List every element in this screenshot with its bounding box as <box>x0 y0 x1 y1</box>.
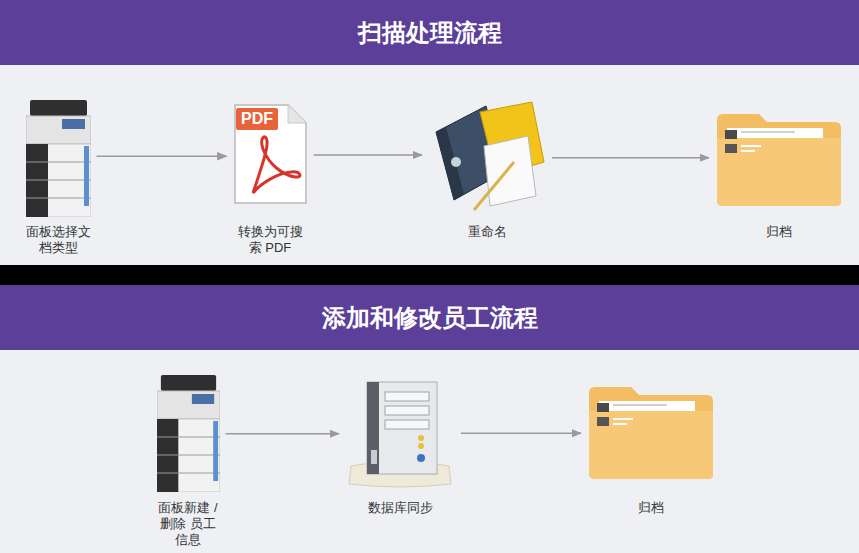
printer-icon <box>157 375 220 492</box>
flow-arrow <box>552 157 709 159</box>
header-band <box>0 285 859 350</box>
step-label-box: 重命名 <box>428 224 546 240</box>
step-label: 重命名 <box>468 224 507 240</box>
flow-arrow <box>97 156 227 158</box>
panel-ground <box>0 350 859 553</box>
step-label: 面板新建 / 删除 员工信息 <box>157 500 220 548</box>
binder-icon <box>428 100 546 212</box>
step-label: 转换为可搜索 PDF <box>233 224 308 256</box>
process-step: 归档 <box>715 112 843 240</box>
step-label-box: 面板新建 / 删除 员工信息 <box>157 500 220 548</box>
divider-strip <box>0 265 859 285</box>
process-step: 重命名 <box>428 100 546 240</box>
folder-icon <box>587 385 715 480</box>
header-band <box>0 0 859 65</box>
panel-ground <box>0 65 859 265</box>
step-label: 数据库同步 <box>368 500 433 516</box>
step-label: 归档 <box>638 500 664 516</box>
section-heading: 扫描处理流程 <box>0 0 859 65</box>
folder-icon <box>715 112 843 207</box>
process-step: 面板选择文档类型 <box>26 100 91 256</box>
process-step: 面板新建 / 删除 员工信息 <box>157 375 220 548</box>
step-label: 面板选择文档类型 <box>26 224 91 256</box>
step-label-box: 归档 <box>587 500 715 516</box>
printer-icon <box>26 100 91 217</box>
step-label-box: 归档 <box>715 224 843 240</box>
step-label-box: 面板选择文档类型 <box>26 224 91 256</box>
section-panel: 添加和修改员工流程面板新建 / 删除 员工信息 数据库同步 归档 <box>0 285 859 553</box>
pdf-tag: PDF <box>236 108 278 130</box>
step-label: 归档 <box>766 224 792 240</box>
flow-arrow <box>314 154 423 156</box>
process-step: 归档 <box>587 385 715 516</box>
section-heading: 添加和修改员工流程 <box>0 285 859 350</box>
step-label-box: 转换为可搜索 PDF <box>233 224 308 256</box>
flow-arrow <box>461 433 581 435</box>
server-icon <box>345 380 455 488</box>
section-panel: 扫描处理流程面板选择文档类型 转换为可搜索 PDF 重命名 归档 <box>0 0 859 265</box>
step-label-box: 数据库同步 <box>345 500 455 516</box>
process-step: 数据库同步 <box>345 380 455 516</box>
flow-arrow <box>226 433 340 435</box>
